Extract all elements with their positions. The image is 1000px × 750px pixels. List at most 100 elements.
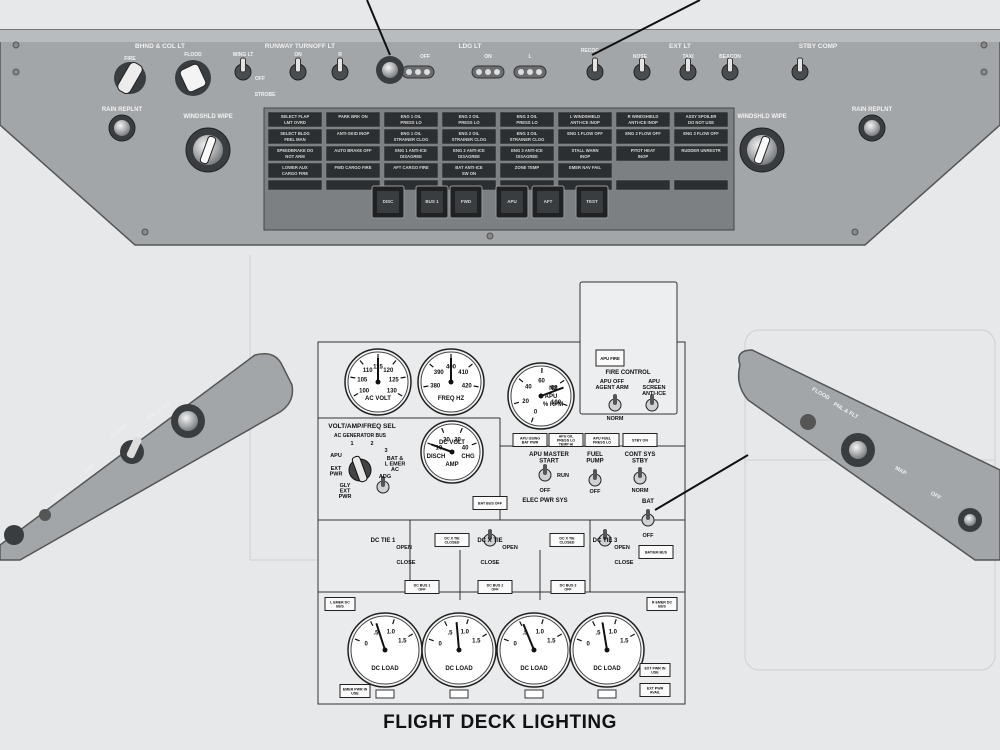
- fuel-pump-switch-lever: [593, 469, 597, 480]
- annunciator-text: STRAINER CLOG: [394, 137, 429, 142]
- overhead-switch-label: OFF: [420, 54, 430, 60]
- switch-position-dot: [518, 69, 524, 75]
- gauge-label: AC VOLT: [365, 396, 391, 402]
- annunciator-light-text: PRESS LO: [557, 439, 575, 443]
- annunciator-text: ENG 3 ANTI-ICE: [511, 148, 543, 153]
- push-button-label: AFT: [544, 199, 553, 204]
- overhead-switch-label: L: [528, 54, 531, 60]
- voltamp-position: 1: [350, 441, 353, 447]
- annunciator-text: ENG 3 FLOW OFF: [683, 131, 719, 136]
- gauge-label: CHG: [461, 454, 475, 460]
- gauge-label: AMP: [445, 462, 458, 468]
- gauge-tick: [576, 638, 582, 642]
- right-panel-label: OFF: [929, 491, 942, 502]
- fire-control-norm: NORM: [607, 416, 624, 422]
- overhead-group-label: BHND & COL LT: [135, 43, 185, 50]
- gauge-tick: [428, 638, 434, 642]
- voltamp-position: EXT: [331, 466, 342, 472]
- annunciator-light: [267, 162, 323, 179]
- annunciator-light-text: APU USING: [520, 437, 540, 441]
- push-button-label: BUS 1: [425, 199, 439, 204]
- gauge-tick-label: 0: [534, 410, 538, 416]
- gauge-tick: [459, 427, 463, 433]
- push-button-face: [501, 191, 523, 213]
- annunciator-light: [383, 111, 439, 128]
- gauge-label: % RPM: [543, 402, 563, 408]
- dc-tie-1-open: OPEN: [396, 545, 412, 551]
- push-button-label: TEST: [586, 199, 598, 204]
- annunciator-light-text: BAT/EM BUS: [645, 551, 668, 555]
- annunciator-blank: [267, 179, 323, 191]
- gauge-tick: [519, 621, 523, 627]
- voltamp-position: 2: [370, 441, 373, 447]
- annunciator-light: [404, 580, 440, 594]
- push-button-face: [455, 191, 477, 213]
- apu-fire-light: [595, 349, 625, 367]
- gauge-label: FREQ HZ: [438, 396, 465, 402]
- gauge-tick: [370, 621, 374, 627]
- annunciator-light: [615, 128, 671, 145]
- annunciator-text: STRAINER CLOG: [452, 137, 487, 142]
- annunciator-light: [477, 580, 513, 594]
- annunciator-light-text: BUS: [336, 605, 344, 609]
- annunciator-blank: [673, 179, 729, 191]
- annunciator-light: [383, 128, 439, 145]
- gauge-tick-label: .5: [374, 631, 380, 637]
- annunciator-light: [499, 111, 555, 128]
- annunciator-text: CARGO FIRE: [282, 171, 308, 176]
- annunciator-light: [325, 162, 381, 179]
- annunciator-light: [557, 145, 613, 162]
- ac-volt-gauge: 100105110115120125130AC VOLT: [344, 348, 412, 416]
- left-side-panel: [0, 353, 294, 561]
- annunciator-light: [339, 684, 371, 698]
- left-panel-label: OFF: [53, 490, 66, 502]
- annunciator-light: [557, 162, 613, 179]
- apu-master-switch-lever: [543, 464, 547, 475]
- overhead-switch-label: R: [338, 52, 342, 58]
- gauge-tick-label: 40: [462, 446, 469, 452]
- apu-master-off: OFF: [540, 488, 552, 494]
- voltamp-position: EXT: [340, 489, 351, 495]
- gauge-tick-label: 100: [551, 400, 562, 406]
- gauge-tick: [444, 621, 448, 627]
- load-gauge-lamp: [524, 689, 544, 699]
- toggle-lever: [592, 57, 598, 73]
- gauge-tick: [503, 638, 509, 642]
- annunciator-light-text: L EMER DC: [330, 601, 350, 605]
- push-button-face: [581, 191, 603, 213]
- fire-control-screen-anti-ice: ANTI-ICE: [642, 391, 666, 397]
- annunciator-light: [673, 111, 729, 128]
- wiper-knob-pointer: [199, 135, 217, 165]
- gauge-tick: [559, 379, 565, 384]
- annunciator-text: FEEL MAN: [284, 137, 305, 142]
- annunciator-text: RUDDER UNRESTR: [681, 148, 720, 153]
- gauge-tick: [557, 633, 563, 638]
- annunciator-light-text: DC BUS 3: [560, 584, 577, 588]
- toggle-lever: [727, 57, 733, 73]
- voltamp-subtitle: AC GENERATOR BUS: [334, 433, 387, 439]
- gauge-hub: [448, 379, 454, 385]
- overhead-switch-label: WING LT: [233, 52, 254, 58]
- annunciator-light: [383, 145, 439, 162]
- annunciator-light-text: OFF: [491, 588, 499, 592]
- overhead-switch-label: OFF: [255, 76, 265, 82]
- annunciator-light-text: OFF: [418, 588, 426, 592]
- bat-title: BAT: [642, 499, 654, 505]
- annunciator-text: ANTI-ICE INOP: [628, 120, 658, 125]
- gauge-hub: [449, 449, 455, 455]
- switch-position-dot: [494, 69, 500, 75]
- electrical-panel: 100105110115120125130AC VOLT380390400410…: [317, 281, 749, 705]
- overhead-switch-label: BEACON: [719, 54, 741, 60]
- annunciator-text: ENG 3 OIL: [517, 131, 538, 136]
- annunciator-light-text: BAT PWR: [522, 441, 539, 445]
- switch-position-dot: [485, 69, 491, 75]
- gauge-tick: [562, 403, 568, 407]
- overhead-knob-label: WINDSHLD WIPE: [183, 114, 232, 120]
- annunciator-light: [512, 433, 548, 447]
- annunciator-light: [441, 145, 497, 162]
- overhead-knob-label: RAIN REPLNT: [852, 107, 893, 113]
- fire-control-agent-arm: APU OFF: [600, 379, 625, 385]
- annunciator-text: FWD CARGO FIRE: [335, 165, 372, 170]
- right-panel-label: MAP: [894, 465, 908, 476]
- switch-position-dot: [415, 69, 421, 75]
